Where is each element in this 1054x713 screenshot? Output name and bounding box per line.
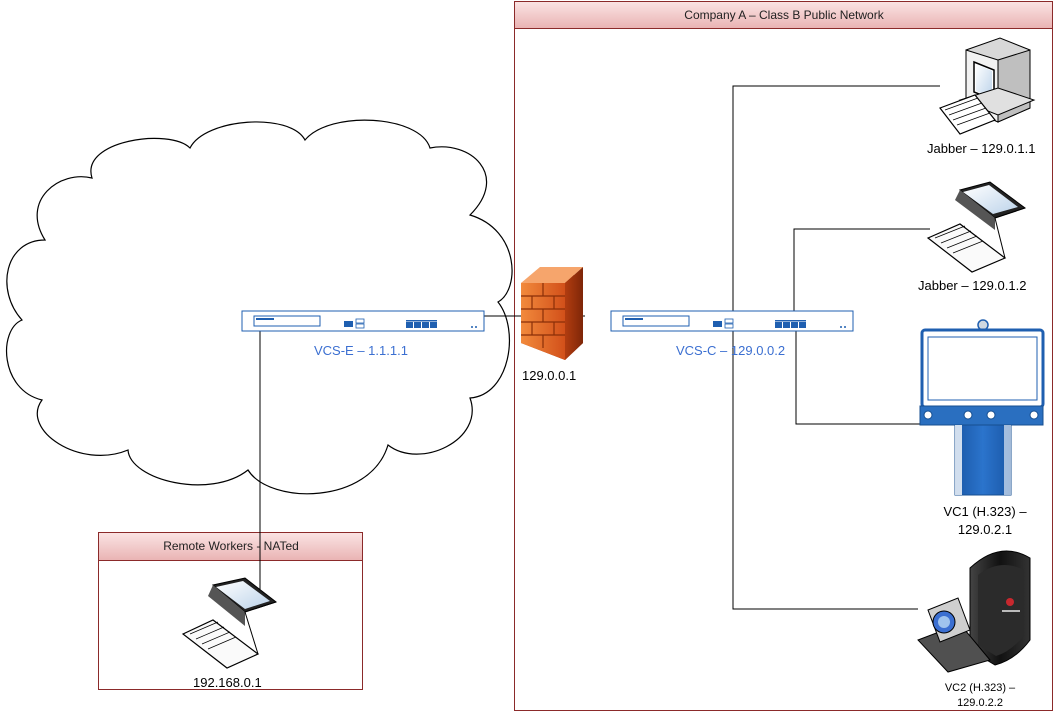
desktop-computer-icon <box>939 37 1036 135</box>
cloud-icon <box>5 119 513 495</box>
laptop-icon <box>181 577 278 669</box>
jabber1-label: Jabber – 129.0.1.1 <box>927 141 1036 156</box>
link-vc1 <box>795 330 922 425</box>
vc2-label-line1: VC2 (H.323) – <box>944 682 1016 694</box>
remote-laptop-label: 192.168.0.1 <box>193 675 262 690</box>
firewall-label: 129.0.0.1 <box>522 368 577 383</box>
vc1-label-line1: VC1 (H.323) – <box>943 504 1027 519</box>
vcs-c-label: VCS-C – 129.0.0.2 <box>676 343 786 358</box>
video-conference-unit-icon <box>919 319 1045 496</box>
link-jabber1 <box>732 85 940 320</box>
company-zone-title: Company A – Class B Public Network <box>684 8 884 22</box>
polycom-codec-icon <box>917 550 1031 673</box>
vcs-e-label: VCS-E – 1.1.1.1 <box>314 343 408 358</box>
link-jabber2 <box>793 228 930 318</box>
vc1-label-line2: 129.0.2.1 <box>957 522 1013 537</box>
server-appliance-icon <box>241 310 485 332</box>
laptop-icon <box>926 181 1027 273</box>
remote-zone-title: Remote Workers - NATed <box>163 539 299 553</box>
link-vc2 <box>732 330 918 610</box>
server-appliance-icon <box>610 310 854 332</box>
vc2-label-line2: 129.0.2.2 <box>957 697 1003 709</box>
jabber2-label: Jabber – 129.0.1.2 <box>918 278 1027 293</box>
firewall-icon <box>521 267 583 360</box>
